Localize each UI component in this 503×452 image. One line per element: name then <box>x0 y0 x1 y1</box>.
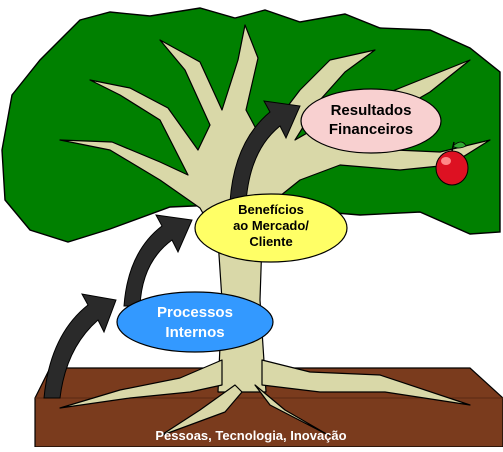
market-label-line3: Cliente <box>249 234 292 249</box>
apple-icon <box>435 141 469 186</box>
financial-label-line2: Financeiros <box>329 121 413 138</box>
market-label-line2: ao Mercado/ <box>233 218 309 233</box>
processes-label-line2: Internos <box>165 324 224 341</box>
market-label-line1: Benefícios <box>238 202 304 217</box>
arrow-processes-to-market <box>123 214 193 307</box>
arrow-market-to-financial <box>229 100 301 203</box>
node-market-benefits: Benefícios ao Mercado/ Cliente <box>194 193 348 263</box>
arrow-base-to-processes <box>43 293 117 399</box>
growth-arrows <box>43 100 301 399</box>
foundation-label: Pessoas, Tecnologia, Inovação <box>155 428 346 443</box>
processes-label-line1: Processos <box>157 304 233 321</box>
financial-label-line1: Resultados <box>331 102 412 119</box>
tree-roots <box>59 359 471 437</box>
node-internal-processes: Processos Internos <box>116 291 274 353</box>
node-financial-results: Resultados Financeiros <box>300 88 442 154</box>
